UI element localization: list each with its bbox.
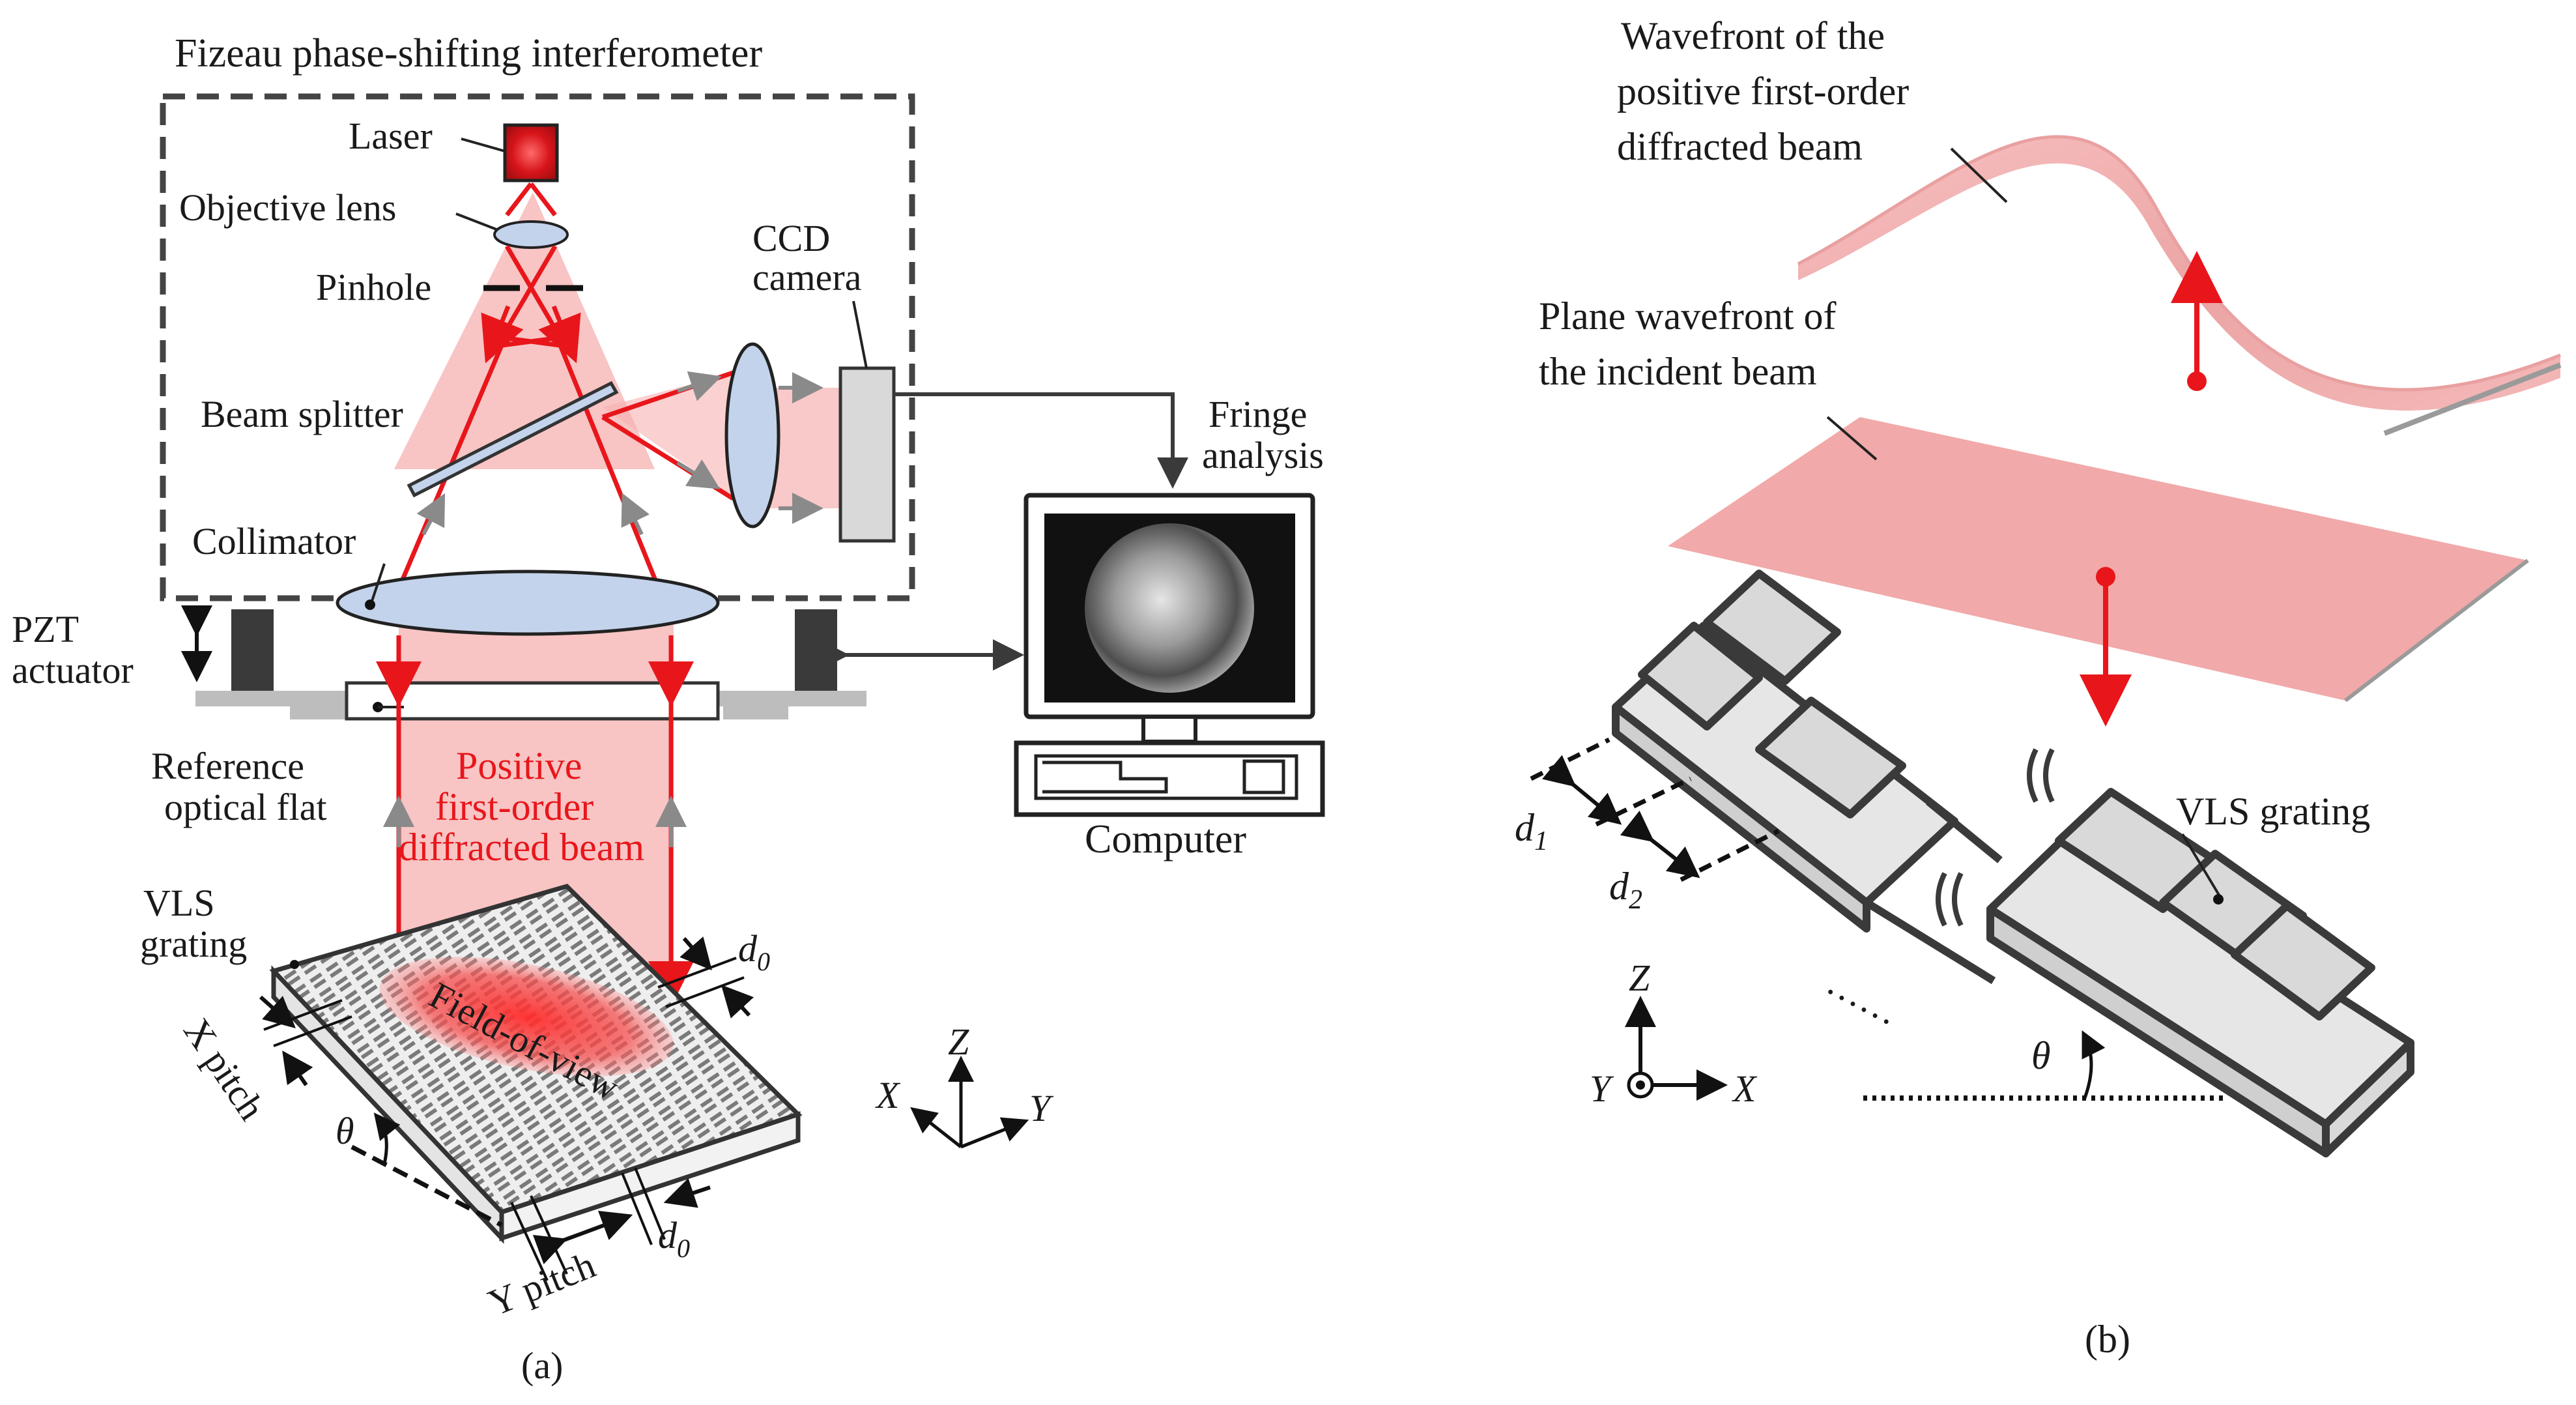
laser-label: Laser <box>349 115 433 157</box>
axis-a-y: Y <box>1029 1087 1054 1129</box>
d1-label: d1 <box>1515 806 1548 856</box>
axis-a-x: X <box>875 1074 901 1116</box>
collimator-lens <box>336 570 720 636</box>
beam-label-line3: diffracted beam <box>399 826 644 869</box>
ccd-camera <box>838 366 896 543</box>
computer: Computer <box>1014 493 1325 862</box>
axes-a: Z X Y <box>875 1021 1054 1149</box>
plane-label-line2: the incident beam <box>1539 350 1817 393</box>
wavefront-label-line2: positive first-order <box>1617 70 1909 113</box>
beam-splitter <box>407 381 619 498</box>
vls-grating-label: VLS grating <box>2176 790 2370 833</box>
vls-label-line1: VLS <box>143 882 215 924</box>
objective-lens <box>493 220 569 249</box>
interferometer-title: Fizeau phase-shifting interferometer <box>175 31 762 76</box>
ray-right <box>498 245 666 601</box>
keyboard-base <box>1014 740 1325 817</box>
vls-grating-profile <box>1612 570 2414 1157</box>
field-of-view-spot <box>379 957 674 1077</box>
axis-b-x: X <box>1732 1067 1758 1110</box>
caption-a: (a) <box>521 1344 563 1387</box>
pzt-actuator-left <box>231 609 274 691</box>
ellipsis-label: …… <box>1820 961 1907 1034</box>
wavefront-label-line3: diffracted beam <box>1617 125 1863 168</box>
reference-label-line1: Reference <box>151 745 304 787</box>
caption-b: (b) <box>2085 1318 2130 1361</box>
x-pitch-label: X pitch <box>175 1011 273 1127</box>
y-pitch-label: Y pitch <box>483 1243 601 1324</box>
laser-source <box>503 123 559 182</box>
panel-a: Fizeau phase-shifting interferometer Las… <box>12 31 1325 1387</box>
reference-label-line2: optical flat <box>164 786 327 828</box>
pzt-label-line1: PZT <box>12 608 79 650</box>
axis-a-z: Z <box>948 1021 969 1063</box>
interferogram <box>1085 523 1254 693</box>
plane-label-line1: Plane wavefront of <box>1539 295 1837 338</box>
fringe-label-line1: Fringe <box>1209 393 1307 435</box>
pzt-label-line2: actuator <box>12 649 134 691</box>
computer-label: Computer <box>1085 817 1246 862</box>
reference-optical-flat <box>345 681 720 721</box>
d0-bottom-label: d0 <box>658 1214 690 1263</box>
ccd-imaging-lens <box>724 342 780 529</box>
collimator-label: Collimator <box>192 520 356 562</box>
d2-label: d2 <box>1609 865 1642 915</box>
axis-b-z: Z <box>1629 957 1650 999</box>
ccd-to-computer-cable <box>894 392 1188 489</box>
beam-label-line1: Positive <box>456 744 582 787</box>
wavefront-label-line1: Wavefront of the <box>1621 14 1885 57</box>
incident-plane-wavefront <box>1668 417 2528 701</box>
pinhole-label: Pinhole <box>316 266 431 308</box>
ccd-label-line1: CCD <box>752 217 830 259</box>
axes-b: Z Y X <box>1590 957 1758 1110</box>
axis-b-y: Y <box>1590 1067 1614 1110</box>
interferometer-enclosure <box>160 93 915 601</box>
ccd-label-line2: camera <box>752 256 861 298</box>
fringe-label-line2: analysis <box>1202 434 1324 476</box>
objective-lens-label: Objective lens <box>179 186 396 229</box>
diffracted-wavefront <box>1798 136 2560 411</box>
laser-leader <box>461 138 506 152</box>
theta-a-label: θ <box>336 1110 354 1152</box>
panel-b: Wavefront of the positive first-order di… <box>1515 14 2562 1361</box>
vls-label-line2: grating <box>140 923 247 965</box>
beam-splitter-label: Beam splitter <box>201 393 403 435</box>
d0-top-label: d0 <box>738 927 770 976</box>
beam-label-line2: first-order <box>435 785 594 828</box>
pzt-actuator-right <box>795 609 837 691</box>
theta-b-label: θ <box>2031 1034 2050 1077</box>
vls-grating-sample: Field-of-view <box>269 884 803 1244</box>
grating-side-right <box>499 1111 801 1241</box>
